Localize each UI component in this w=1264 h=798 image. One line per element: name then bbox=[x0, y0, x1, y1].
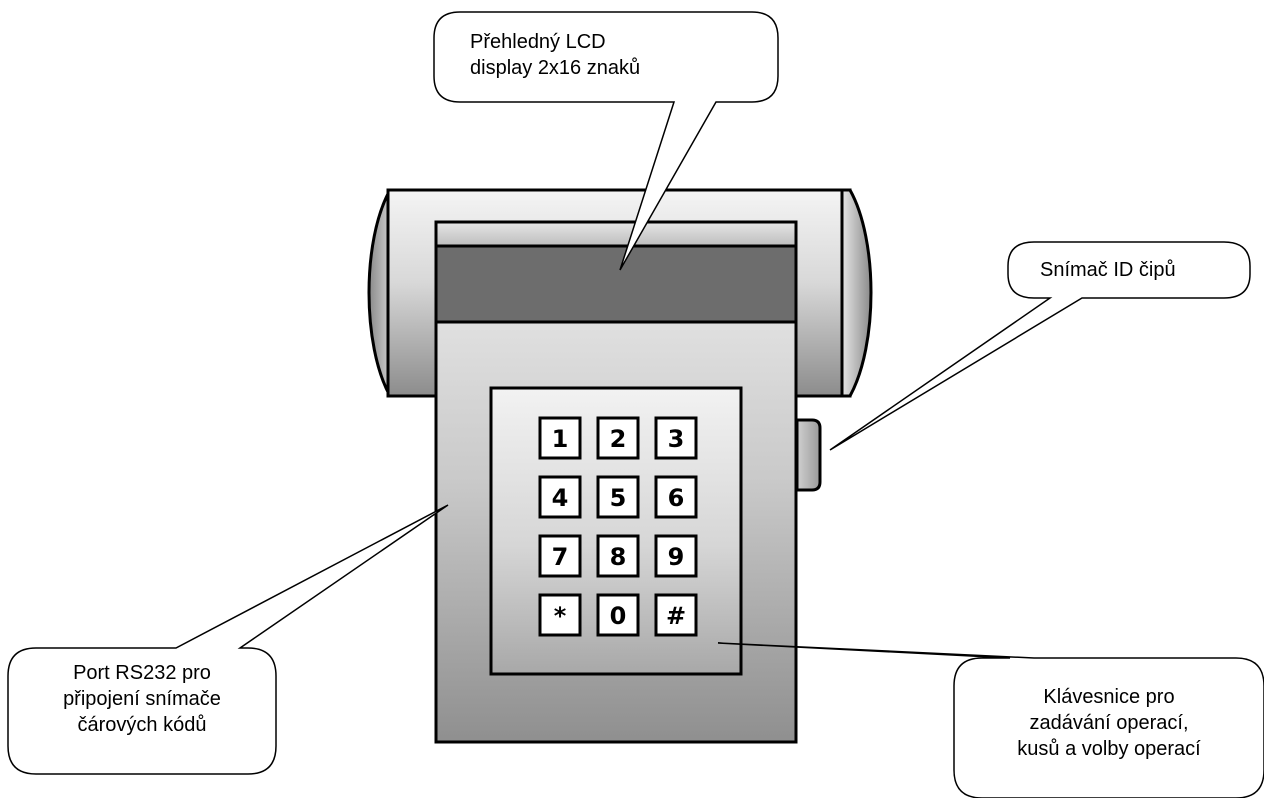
keypad-key: 2 bbox=[596, 416, 640, 460]
keypad-key-face bbox=[596, 534, 640, 578]
callout-chip-line-1: Snímač ID čipů bbox=[1040, 259, 1176, 281]
keypad-key: * bbox=[538, 593, 582, 637]
keypad-key: 5 bbox=[596, 475, 640, 519]
keypad-key-face bbox=[654, 593, 698, 637]
callout-rs232-line-3: čárových kódů bbox=[77, 714, 207, 736]
keypad-key-face bbox=[538, 534, 582, 578]
keypad-key-label: 1 bbox=[552, 425, 569, 453]
callout-keypad-line-2: zadávání operací, bbox=[1029, 712, 1189, 734]
callout-rs232-text: Port RS232 pro připojení snímače čárovýc… bbox=[8, 660, 276, 738]
keypad-key-face bbox=[538, 416, 582, 460]
lcd-bezel bbox=[434, 220, 798, 248]
keypad-key-face bbox=[596, 593, 640, 637]
keypad-key: 0 bbox=[596, 593, 640, 637]
keypad-key: # bbox=[654, 593, 698, 637]
keypad-key-face bbox=[596, 475, 640, 519]
keypad-key-label: 0 bbox=[610, 602, 627, 630]
keypad-key-label: 8 bbox=[610, 543, 627, 571]
keypad-key: 3 bbox=[654, 416, 698, 460]
keypad-key-label: * bbox=[554, 602, 567, 630]
chip-reader-port bbox=[795, 418, 822, 492]
keypad-key: 4 bbox=[538, 475, 582, 519]
keypad-key-label: 6 bbox=[668, 484, 685, 512]
keypad-key: 8 bbox=[596, 534, 640, 578]
keypad-key-face bbox=[654, 416, 698, 460]
callout-keypad-text: Klávesnice pro zadávání operací, kusů a … bbox=[956, 684, 1262, 762]
keypad-key-face bbox=[596, 416, 640, 460]
lcd-display bbox=[434, 220, 798, 324]
keypad-key-face bbox=[538, 475, 582, 519]
callout-keypad-line-1: Klávesnice pro bbox=[1043, 686, 1175, 708]
callout-rs232-line-2: připojení snímače bbox=[63, 688, 221, 710]
keypad-keys: 1 2 3 4 5 6 7 8 9 * 0 # bbox=[538, 416, 698, 637]
keypad-key-label: 7 bbox=[552, 543, 569, 571]
keypad-key-label: 2 bbox=[610, 425, 627, 453]
keypad-key: 6 bbox=[654, 475, 698, 519]
keypad-key: 9 bbox=[654, 534, 698, 578]
callout-lcd-line-1: Přehledný LCD bbox=[470, 31, 606, 53]
callout-rs232-line-1: Port RS232 pro bbox=[73, 662, 211, 684]
keypad-key-face bbox=[654, 534, 698, 578]
drum-right-cap bbox=[840, 188, 873, 398]
keypad-key-face bbox=[538, 593, 582, 637]
keypad-key: 7 bbox=[538, 534, 582, 578]
keypad-key-label: 9 bbox=[668, 543, 685, 571]
callout-bubble-lcd bbox=[433, 11, 779, 271]
keypad-key-label: 5 bbox=[610, 484, 627, 512]
callout-lcd-line-2: display 2x16 znaků bbox=[470, 57, 641, 79]
callout-lcd-text: Přehledný LCD display 2x16 znaků bbox=[470, 29, 640, 81]
keypad-key-label: 4 bbox=[552, 484, 569, 512]
keypad-key-label: 3 bbox=[668, 425, 685, 453]
keypad-key-label: # bbox=[666, 602, 686, 630]
callout-chip-text: Snímač ID čipů bbox=[1040, 257, 1176, 283]
callout-keypad-line-3: kusů a volby operací bbox=[1017, 738, 1201, 760]
keypad-key-face bbox=[654, 475, 698, 519]
lcd-screen bbox=[434, 244, 798, 324]
callout-bubble-rs232 bbox=[7, 504, 449, 775]
keypad-key: 1 bbox=[538, 416, 582, 460]
callout-bubble-chip bbox=[829, 241, 1251, 451]
